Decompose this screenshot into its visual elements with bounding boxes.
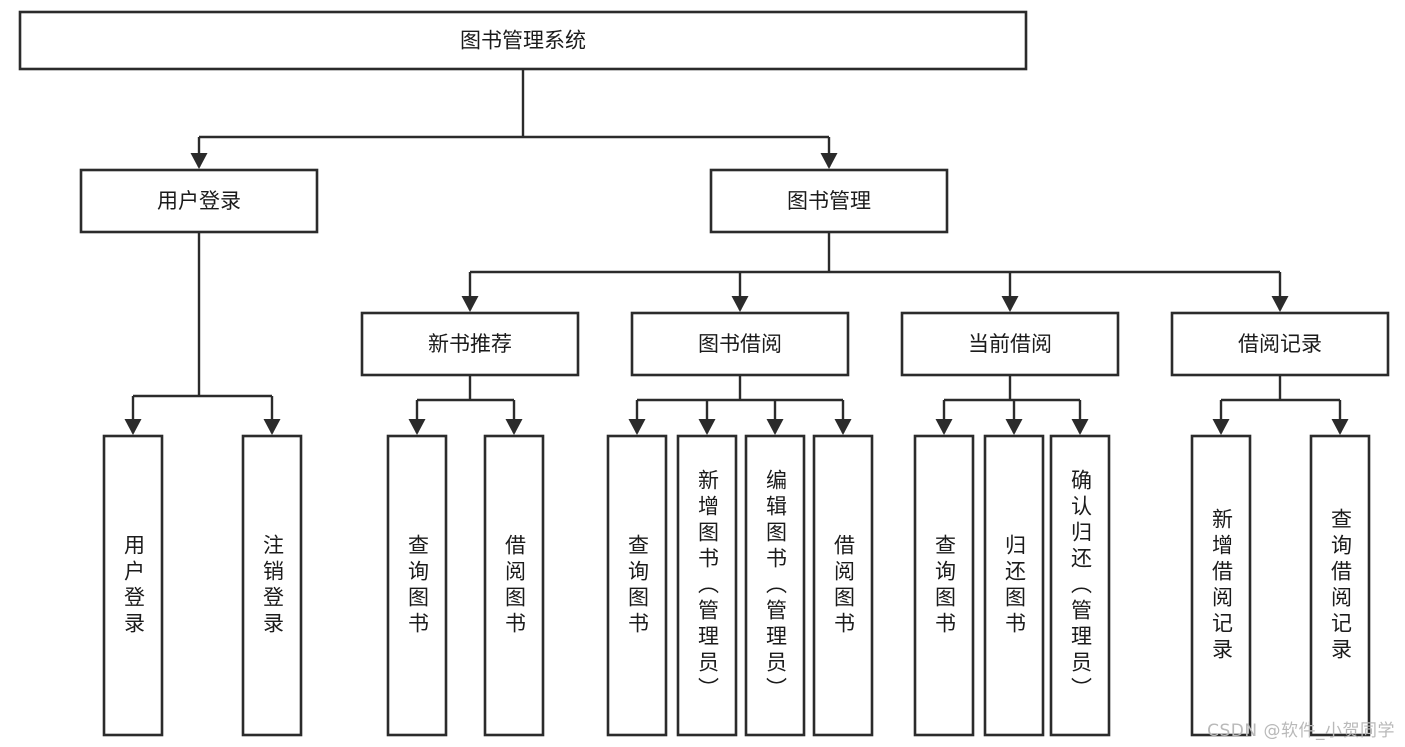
node-label-level1-0: 用户登录: [157, 189, 241, 213]
arrow-head-icon: [1212, 419, 1230, 435]
node-label-level2-3: 借阅记录: [1238, 332, 1322, 356]
node-label-level1-1: 图书管理: [787, 189, 871, 213]
node-box-root: [18, 10, 1028, 71]
node-box-leaf-12: [1309, 434, 1371, 737]
node-box-leaf-2: [386, 434, 448, 737]
node-box-level2-0: [360, 311, 580, 377]
arrow-head-icon: [124, 419, 142, 435]
arrow-head-icon: [1271, 296, 1289, 312]
arrow-head-icon: [263, 419, 281, 435]
arrow-head-icon: [1001, 296, 1019, 312]
node-label-level2-2: 当前借阅: [968, 332, 1052, 356]
arrow-head-icon: [766, 419, 784, 435]
node-box-leaf-6: [744, 434, 806, 737]
node-box-leaf-10: [1049, 434, 1111, 737]
node-label-level2-1: 图书借阅: [698, 332, 782, 356]
node-box-level1-1: [709, 168, 949, 234]
arrow-head-icon: [935, 419, 953, 435]
node-box-level1-0: [79, 168, 319, 234]
node-box-leaf-8: [913, 434, 975, 737]
node-label-level2-0: 新书推荐: [428, 332, 512, 356]
node-box-leaf-4: [606, 434, 668, 737]
node-box-leaf-3: [483, 434, 545, 737]
node-box-level2-3: [1170, 311, 1390, 377]
arrow-head-icon: [1005, 419, 1023, 435]
arrow-head-icon: [461, 296, 479, 312]
arrow-head-icon: [190, 153, 208, 169]
arrow-head-icon: [820, 153, 838, 169]
arrow-head-icon: [834, 419, 852, 435]
node-box-leaf-7: [812, 434, 874, 737]
arrow-head-icon: [408, 419, 426, 435]
arrow-head-icon: [1071, 419, 1089, 435]
node-box-level2-1: [630, 311, 850, 377]
node-boxes: [18, 10, 1390, 737]
node-box-level2-2: [900, 311, 1120, 377]
connector-lines: [124, 69, 1349, 435]
arrow-head-icon: [698, 419, 716, 435]
arrow-head-icon: [731, 296, 749, 312]
arrow-head-icon: [1331, 419, 1349, 435]
node-box-leaf-5: [676, 434, 738, 737]
node-box-leaf-11: [1190, 434, 1252, 737]
arrow-head-icon: [628, 419, 646, 435]
arrow-head-icon: [505, 419, 523, 435]
node-label-root: 图书管理系统: [460, 29, 586, 53]
node-box-leaf-9: [983, 434, 1045, 737]
node-box-leaf-1: [241, 434, 303, 737]
csdn-watermark: CSDN @软件_小贺同学: [1207, 721, 1395, 741]
node-box-leaf-0: [102, 434, 164, 737]
